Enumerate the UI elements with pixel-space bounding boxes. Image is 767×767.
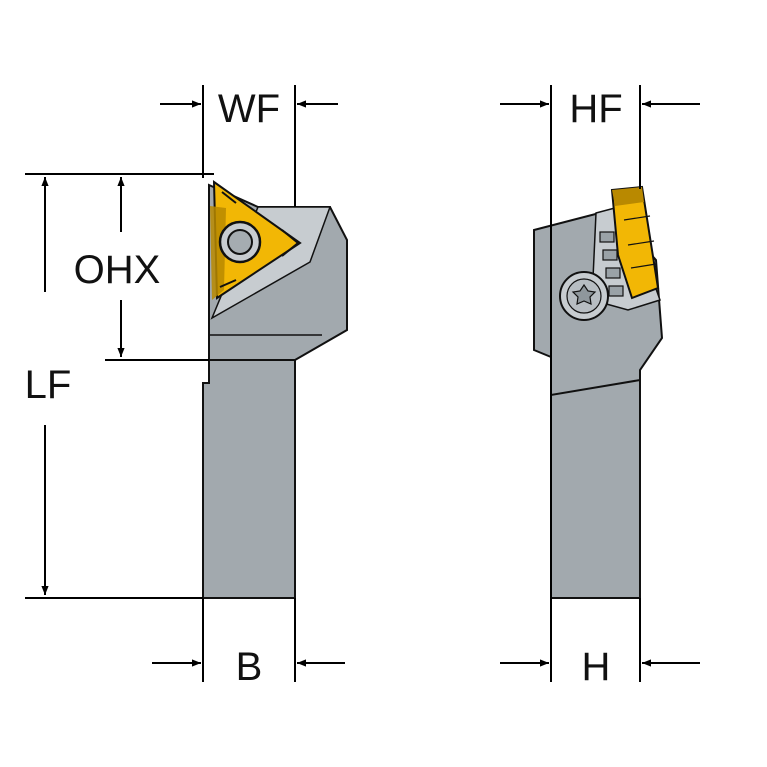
side-insert-icon [610,185,660,300]
label-hf: HF [569,87,622,131]
front-shank [202,359,296,599]
side-view [533,185,664,599]
label-lf: LF [25,363,72,407]
label-b: B [236,645,263,689]
side-shank [550,379,641,599]
front-view [202,180,348,599]
label-ohx: OHX [74,248,161,292]
dimension-lines [25,85,700,682]
torx-screw-icon [559,271,609,321]
threading-insert-icon [210,180,302,300]
label-h: H [582,645,611,689]
label-wf: WF [218,87,280,131]
side-clamp-teeth [599,231,624,297]
